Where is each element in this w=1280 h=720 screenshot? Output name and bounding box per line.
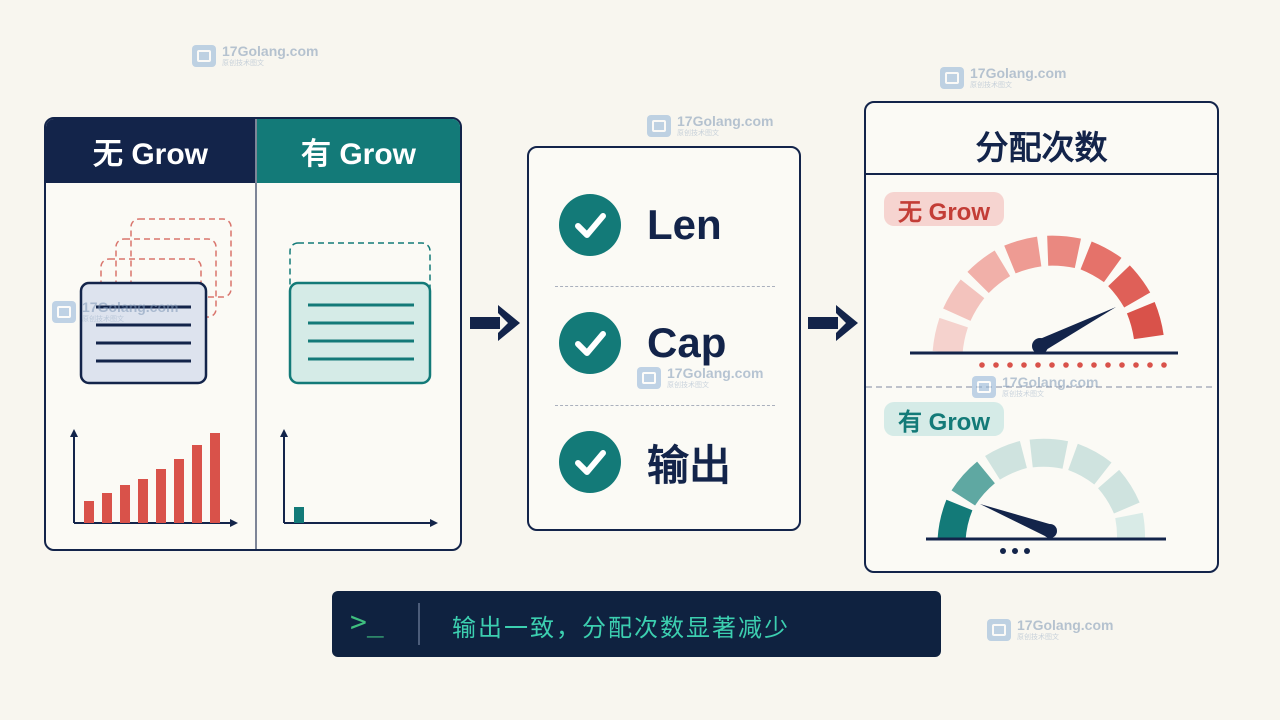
stacked-buffers-icon xyxy=(79,218,232,385)
watermark-tagline: 原创技术图文 xyxy=(222,59,264,67)
watermark-site: 17Golang.com xyxy=(82,299,179,315)
watermark-logo-icon xyxy=(192,44,216,67)
gauge-no-grow xyxy=(910,235,1178,368)
header-no-grow: 无 Grow xyxy=(46,119,255,183)
comparison-illustration xyxy=(70,218,438,527)
title-rule xyxy=(866,173,1217,175)
watermark-tagline: 原创技术图文 xyxy=(1017,633,1059,641)
watermark-site: 17Golang.com xyxy=(970,65,1067,81)
allocation-count-panel: 分配次数 无 Grow 有 Grow xyxy=(864,101,1219,573)
single-buffer-icon xyxy=(288,242,432,385)
terminal-divider xyxy=(418,603,420,645)
allocation-bars-no-grow xyxy=(70,429,238,527)
check-icon xyxy=(559,312,621,374)
arrow-right-icon xyxy=(808,305,858,341)
check-label: Len xyxy=(647,201,722,248)
watermark-logo-icon xyxy=(637,366,661,389)
check-label: 输出 xyxy=(647,441,732,489)
summary-message: 输出一致，分配次数显著减少 xyxy=(452,614,790,642)
comparison-panel: 无 Grow 有 Grow xyxy=(44,117,462,551)
check-item-output: 输出 xyxy=(559,431,731,493)
separator xyxy=(555,286,775,287)
check-item-len: Len xyxy=(559,194,722,256)
allocation-bars-with-grow xyxy=(280,429,438,527)
terminal-icon: >_ xyxy=(350,605,384,638)
watermark-tagline: 原创技术图文 xyxy=(677,129,719,137)
terminal-summary-bar: >_ 输出一致，分配次数显著减少 xyxy=(332,591,941,657)
arrow-right-icon xyxy=(470,305,520,341)
watermark-tagline: 原创技术图文 xyxy=(82,315,124,323)
watermark-site: 17Golang.com xyxy=(1002,374,1099,390)
watermark-site: 17Golang.com xyxy=(667,365,764,381)
watermark-tagline: 原创技术图文 xyxy=(1002,390,1044,398)
check-icon xyxy=(559,194,621,256)
watermark-logo-icon xyxy=(987,618,1011,641)
panel-title: 分配次数 xyxy=(975,128,1108,167)
panel-divider xyxy=(255,119,257,549)
watermark-tagline: 原创技术图文 xyxy=(667,381,709,389)
watermark-tagline: 原创技术图文 xyxy=(970,81,1012,89)
watermark-logo-icon xyxy=(972,375,996,398)
gauges xyxy=(866,235,1216,554)
gauge-with-grow xyxy=(926,438,1166,554)
watermark-logo-icon xyxy=(52,300,76,323)
watermark-site: 17Golang.com xyxy=(677,113,774,129)
watermark-site: 17Golang.com xyxy=(1017,617,1114,633)
label-no-grow: 无 Grow xyxy=(884,192,1005,226)
check-label: Cap xyxy=(647,319,727,366)
header-with-grow: 有 Grow xyxy=(256,119,460,183)
watermark-logo-icon xyxy=(647,114,671,137)
separator xyxy=(555,405,775,406)
label-with-grow: 有 Grow xyxy=(884,402,1005,436)
check-icon xyxy=(559,431,621,493)
watermark-site: 17Golang.com xyxy=(222,43,319,59)
watermark-logo-icon xyxy=(940,66,964,89)
check-item-cap: Cap xyxy=(559,312,726,374)
